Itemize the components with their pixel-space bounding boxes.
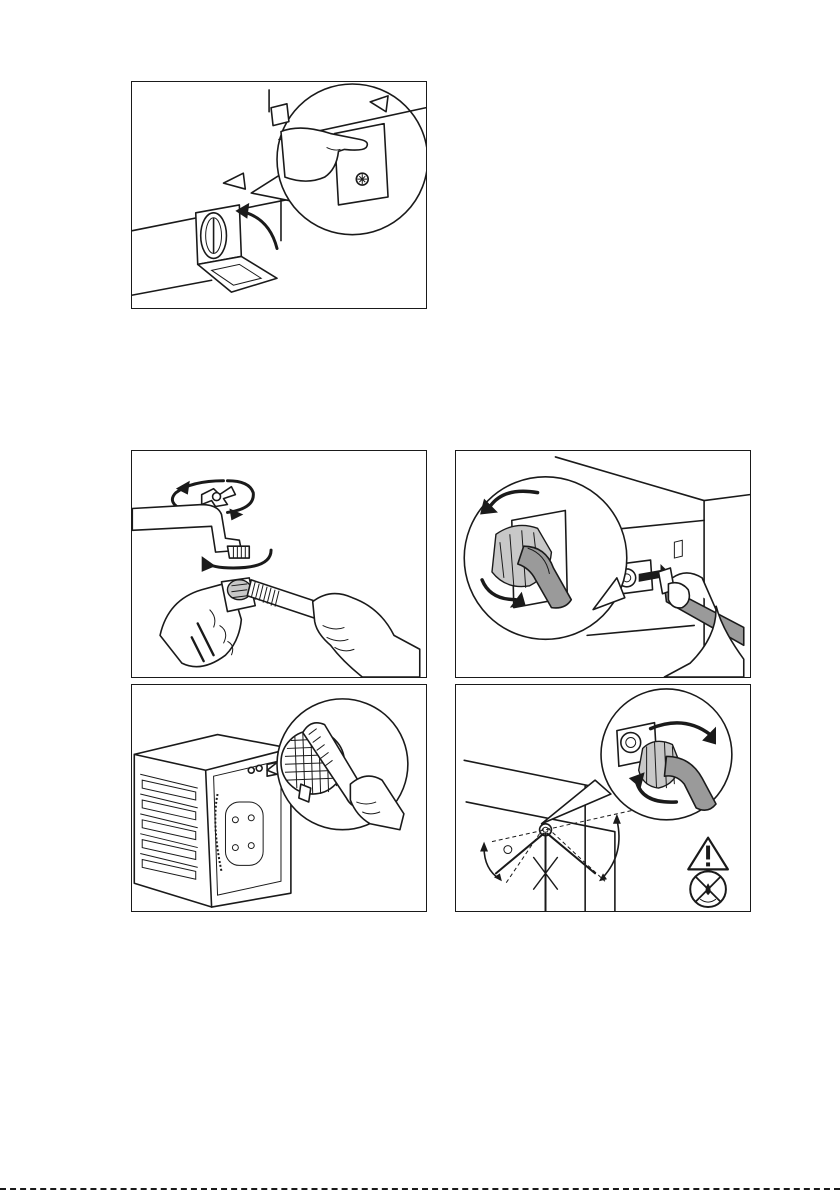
unscrew-hose-illustration bbox=[456, 451, 750, 677]
page-edge-line bbox=[0, 1188, 840, 1190]
tap-and-brush-illustration bbox=[132, 451, 426, 677]
figure-reconnect-inlet-hose bbox=[455, 684, 751, 912]
figure-unscrew-inlet-hose bbox=[455, 450, 751, 678]
figure-clean-inlet-filter bbox=[131, 684, 427, 912]
drain-filter-flap-illustration bbox=[132, 82, 426, 308]
figure-drain-filter-flap bbox=[131, 81, 427, 309]
inlet-filter-brush-illustration bbox=[132, 685, 426, 911]
figure-clean-tap-thread bbox=[131, 450, 427, 678]
reconnect-hose-illustration bbox=[456, 685, 750, 911]
